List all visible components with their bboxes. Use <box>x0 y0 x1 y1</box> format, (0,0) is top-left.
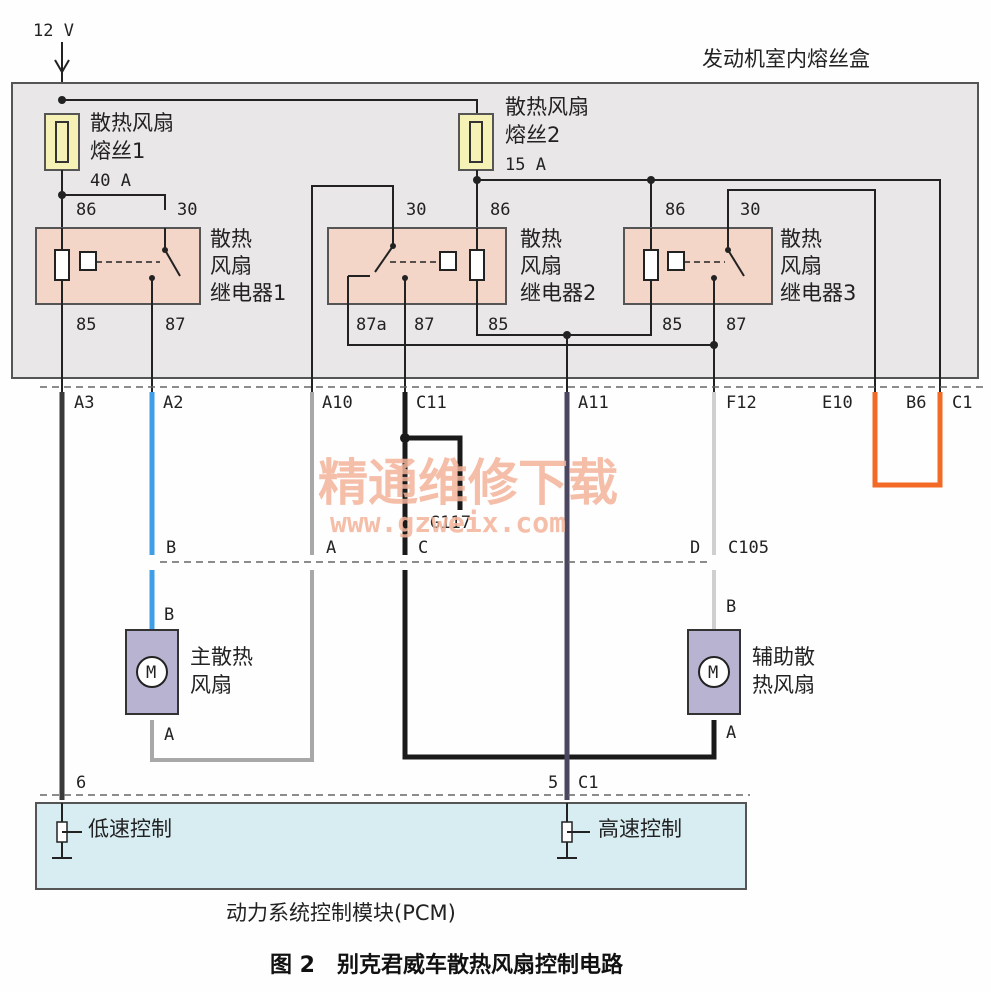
wire-relay3-30 <box>727 189 876 392</box>
relay2-pin-87a: 87a <box>356 315 387 335</box>
c105-pin-b: B <box>166 538 176 558</box>
relay1-line3: 继电器1 <box>210 281 286 305</box>
pcm-connector: C1 <box>578 773 598 793</box>
relay1-pin-85: 85 <box>76 315 96 335</box>
relay3-line2: 风扇 <box>780 254 822 278</box>
c105-pin-a: A <box>326 538 336 558</box>
main-fan-line2: 风扇 <box>190 673 232 697</box>
main-fan-line1: 主散热 <box>190 645 253 669</box>
watermark-url: www.gzweix.com <box>330 506 566 539</box>
wire-gray-main-fan <box>150 570 314 762</box>
pin-e10: E10 <box>822 393 853 413</box>
relay3-pin-86: 86 <box>665 200 685 220</box>
pcm-high-label: 高速控制 <box>598 817 682 841</box>
pcm-name: 动力系统控制模块(PCM) <box>226 901 456 925</box>
fuse2-rating: 15 A <box>505 155 546 175</box>
relay2-line1: 散热 <box>520 227 562 251</box>
aux-fan-motor <box>687 629 741 715</box>
c105-pin-c: C <box>418 538 428 558</box>
aux-fan-line2: 热风扇 <box>752 673 815 697</box>
fuse2-line1: 散热风扇 <box>505 95 589 119</box>
fuse2-element <box>469 121 483 163</box>
watermark-title: 精通维修下载 <box>318 454 618 512</box>
pcm-module <box>35 802 747 890</box>
relay1-line2: 风扇 <box>210 254 252 278</box>
main-fan-m: M <box>146 663 156 683</box>
relay3-coil <box>643 249 659 281</box>
relay2-line2: 风扇 <box>520 254 562 278</box>
wire-relay2-30 <box>311 185 394 392</box>
relay3-pin-85: 85 <box>662 315 682 335</box>
pcm-low-label: 低速控制 <box>88 817 172 841</box>
pcm-pin-5: 5 <box>548 773 558 793</box>
wire-c11-ground <box>402 392 463 510</box>
wire-black-aux-fan <box>402 570 717 760</box>
supply-arrow <box>54 59 70 74</box>
relay1-pin-87: 87 <box>165 315 185 335</box>
aux-fan-pin-b: B <box>726 597 736 617</box>
fuse2-line2: 熔丝2 <box>505 123 560 147</box>
fuse1-line1: 散热风扇 <box>90 111 174 135</box>
pin-c11: C11 <box>416 393 447 413</box>
relay2-pin-86: 86 <box>490 200 510 220</box>
wire <box>62 194 166 210</box>
junction <box>58 191 66 199</box>
wire-to-c1 <box>477 179 941 392</box>
pin-a2: A2 <box>163 393 183 413</box>
relay1-pin-30: 30 <box>177 200 197 220</box>
relay3-line1: 散热 <box>780 227 822 251</box>
fuse2 <box>458 113 494 171</box>
relay3-pin-30: 30 <box>740 200 760 220</box>
junction <box>58 96 66 104</box>
bus-top <box>62 99 478 115</box>
junction <box>473 176 481 184</box>
relay1-pin-86: 86 <box>76 200 96 220</box>
fusebox-title: 发动机室内熔丝盒 <box>702 47 870 71</box>
relay2-pin-30: 30 <box>406 200 426 220</box>
fuse1-rating: 40 A <box>90 171 131 191</box>
aux-fan-pin-a: A <box>726 723 736 743</box>
c105-name: C105 <box>728 538 769 558</box>
pcm-pin-6: 6 <box>76 773 86 793</box>
fuse1-element <box>55 121 69 163</box>
relay2-pin-85: 85 <box>488 315 508 335</box>
aux-fan-m: M <box>708 663 718 683</box>
relay2-coil <box>469 249 485 281</box>
pin-a3: A3 <box>74 393 94 413</box>
pin-a11: A11 <box>578 393 609 413</box>
pin-c1: C1 <box>952 393 972 413</box>
aux-fan-line1: 辅助散 <box>752 645 815 669</box>
wire-orange-jumper <box>872 392 943 488</box>
ground-label: G117 <box>430 513 471 533</box>
fuse1-line2: 熔丝1 <box>90 139 145 163</box>
fuse1 <box>44 113 80 171</box>
main-fan-pin-b: B <box>164 605 174 625</box>
pin-a10: A10 <box>322 393 353 413</box>
main-fan-pin-a: A <box>164 725 174 745</box>
relay2-pin-87: 87 <box>414 315 434 335</box>
pin-b6: B6 <box>906 393 926 413</box>
relay1-line1: 散热 <box>210 227 252 251</box>
pin-f12: F12 <box>726 393 757 413</box>
relay3-line3: 继电器3 <box>780 281 856 305</box>
junction <box>647 176 655 184</box>
supply-label: 12 V <box>33 21 74 41</box>
relay1-coil <box>54 249 70 281</box>
relay3-pin-87: 87 <box>726 315 746 335</box>
relay2-line3: 继电器2 <box>520 281 596 305</box>
figure-caption: 图 2 别克君威车散热风扇控制电路 <box>270 952 624 978</box>
c105-pin-d: D <box>690 538 700 558</box>
